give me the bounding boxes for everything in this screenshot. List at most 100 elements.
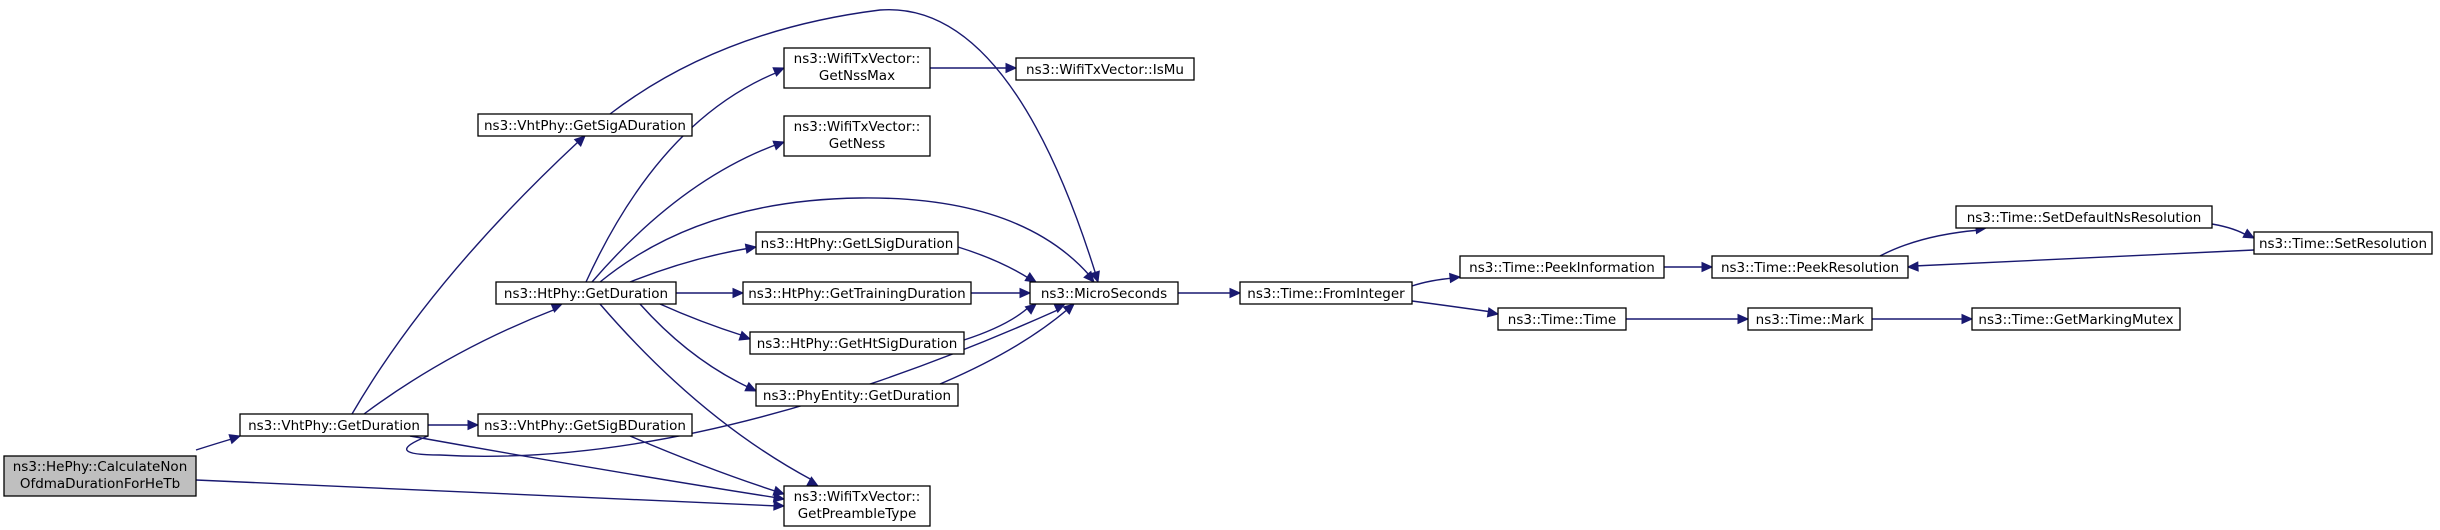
edge-timeTime-to-mark <box>1626 313 1750 325</box>
arrow-head-icon <box>573 135 586 148</box>
arrow-head-icon <box>1737 313 1750 325</box>
node-box <box>1747 307 1873 331</box>
arrow-head-icon <box>1083 270 1095 283</box>
node-vhtSigA[interactable]: ns3::VhtPhy::GetSigADuration <box>477 113 693 137</box>
node-fromInt[interactable]: ns3::Time::FromInteger <box>1239 281 1413 305</box>
node-box <box>1239 281 1413 305</box>
node-preamble[interactable]: ns3::WifiTxVector::GetPreambleType <box>783 485 931 527</box>
arrow-head-icon <box>772 67 786 77</box>
node-box <box>1971 307 2181 331</box>
node-label: ns3::HtPhy::GetLSigDuration <box>761 236 954 252</box>
node-box <box>749 331 965 355</box>
node-box <box>783 47 931 89</box>
node-label: GetPreambleType <box>798 506 917 522</box>
node-label: GetNssMax <box>819 68 895 84</box>
node-lsig[interactable]: ns3::HtPhy::GetLSigDuration <box>755 231 959 255</box>
edges <box>195 9 2256 511</box>
node-box <box>1459 255 1665 279</box>
node-label: ns3::Time::PeekInformation <box>1469 260 1655 276</box>
edge-lsig-to-micro <box>957 246 1038 283</box>
node-box <box>1029 281 1179 305</box>
node-phyEntity[interactable]: ns3::PhyEntity::GetDuration <box>755 383 959 407</box>
node-label: ns3::HePhy::CalculateNon <box>13 459 188 475</box>
node-mark[interactable]: ns3::Time::Mark <box>1747 307 1873 331</box>
node-box <box>477 113 693 137</box>
edge-vhtGetDuration-to-vhtSigB <box>428 419 480 431</box>
node-vhtGetDuration[interactable]: ns3::VhtPhy::GetDuration <box>239 413 429 437</box>
node-box <box>783 485 931 527</box>
arrow-head-icon <box>228 434 242 445</box>
node-label: ns3::VhtPhy::GetSigBDuration <box>484 418 686 434</box>
arrow-head-icon <box>744 243 758 254</box>
edge-fromInt-to-peekInfo <box>1411 272 1462 287</box>
node-label: ns3::Time::Time <box>1508 312 1616 328</box>
node-box <box>783 115 931 157</box>
node-setDefault[interactable]: ns3::Time::SetDefaultNsResolution <box>1955 205 2213 229</box>
edge-setDefault-to-setRes <box>2211 223 2256 239</box>
arrow-head-icon <box>744 381 758 392</box>
edge-phyEntity-to-micro <box>939 303 1075 385</box>
node-mutex[interactable]: ns3::Time::GetMarkingMutex <box>1971 307 2181 331</box>
edge-htGetDuration-to-lsig <box>629 243 758 283</box>
arrow-head-icon <box>467 419 480 431</box>
nodes: ns3::HePhy::CalculateNonOfdmaDurationFor… <box>3 47 2433 527</box>
node-box <box>742 281 972 305</box>
node-peekRes[interactable]: ns3::Time::PeekResolution <box>1711 255 1909 279</box>
node-box <box>755 231 959 255</box>
node-peekInfo[interactable]: ns3::Time::PeekInformation <box>1459 255 1665 279</box>
node-label: ns3::HtPhy::GetDuration <box>504 286 668 302</box>
node-label: ns3::WifiTxVector:: <box>794 119 921 135</box>
node-box <box>239 413 429 437</box>
node-setRes[interactable]: ns3::Time::SetResolution <box>2253 231 2433 255</box>
arrow-head-icon <box>773 500 786 511</box>
edge-fromInt-to-timeTime <box>1411 300 1500 318</box>
arrow-head-icon <box>2242 228 2256 239</box>
node-htGetDuration[interactable]: ns3::HtPhy::GetDuration <box>495 281 677 305</box>
edge-micro-to-fromInt <box>1178 287 1242 299</box>
edge-vhtGetDuration-to-vhtSigA <box>351 135 586 415</box>
node-label: ns3::Time::SetDefaultNsResolution <box>1967 210 2202 226</box>
node-label: ns3::HtPhy::GetTrainingDuration <box>748 286 965 302</box>
node-training[interactable]: ns3::HtPhy::GetTrainingDuration <box>742 281 972 305</box>
node-label: ns3::HtPhy::GetHtSigDuration <box>757 336 958 352</box>
node-box <box>1711 255 1909 279</box>
edge-htGetDuration-to-phyEntity <box>639 303 758 392</box>
node-box <box>1955 205 2213 229</box>
edge-htsig-to-micro <box>963 303 1037 341</box>
edge-mark-to-mutex <box>1872 313 1974 325</box>
node-label: ns3::Time::FromInteger <box>1247 286 1405 302</box>
edge-htGetDuration-to-htsig <box>659 303 752 341</box>
edge-htGetDuration-to-training <box>676 287 745 299</box>
arrow-head-icon <box>1961 313 1974 325</box>
arrow-head-icon <box>1906 261 1919 272</box>
node-label: ns3::VhtPhy::GetSigADuration <box>484 118 686 134</box>
node-box <box>755 383 959 407</box>
edge-setRes-to-peekRes <box>1906 249 2255 272</box>
node-ness[interactable]: ns3::WifiTxVector::GetNess <box>783 115 931 157</box>
arrow-head-icon <box>1024 272 1038 283</box>
node-calc[interactable]: ns3::HePhy::CalculateNonOfdmaDurationFor… <box>3 455 197 497</box>
arrow-head-icon <box>772 485 786 496</box>
node-label: GetNess <box>829 136 886 152</box>
node-micro[interactable]: ns3::MicroSeconds <box>1029 281 1179 305</box>
node-box <box>477 413 693 437</box>
node-label: ns3::Time::PeekResolution <box>1721 260 1899 276</box>
edge-peekRes-to-setDefault <box>1879 223 1988 257</box>
arrow-head-icon <box>1229 287 1242 299</box>
node-label: ns3::Time::SetResolution <box>2259 236 2427 252</box>
arrow-head-icon <box>1486 307 1500 318</box>
arrow-head-icon <box>1019 287 1032 299</box>
node-box <box>3 455 197 497</box>
node-label: ns3::PhyEntity::GetDuration <box>763 388 951 404</box>
node-nssMax[interactable]: ns3::WifiTxVector::GetNssMax <box>783 47 931 89</box>
arrow-head-icon <box>732 287 745 299</box>
node-htsig[interactable]: ns3::HtPhy::GetHtSigDuration <box>749 331 965 355</box>
node-isMu[interactable]: ns3::WifiTxVector::IsMu <box>1015 57 1195 81</box>
node-box <box>495 281 677 305</box>
edge-training-to-micro <box>971 287 1032 299</box>
node-timeTime[interactable]: ns3::Time::Time <box>1497 307 1627 331</box>
arrow-head-icon <box>1701 261 1714 273</box>
node-vhtSigB[interactable]: ns3::VhtPhy::GetSigBDuration <box>477 413 693 437</box>
edge-calc-to-preamble <box>195 479 786 511</box>
arrow-head-icon <box>1449 272 1462 284</box>
